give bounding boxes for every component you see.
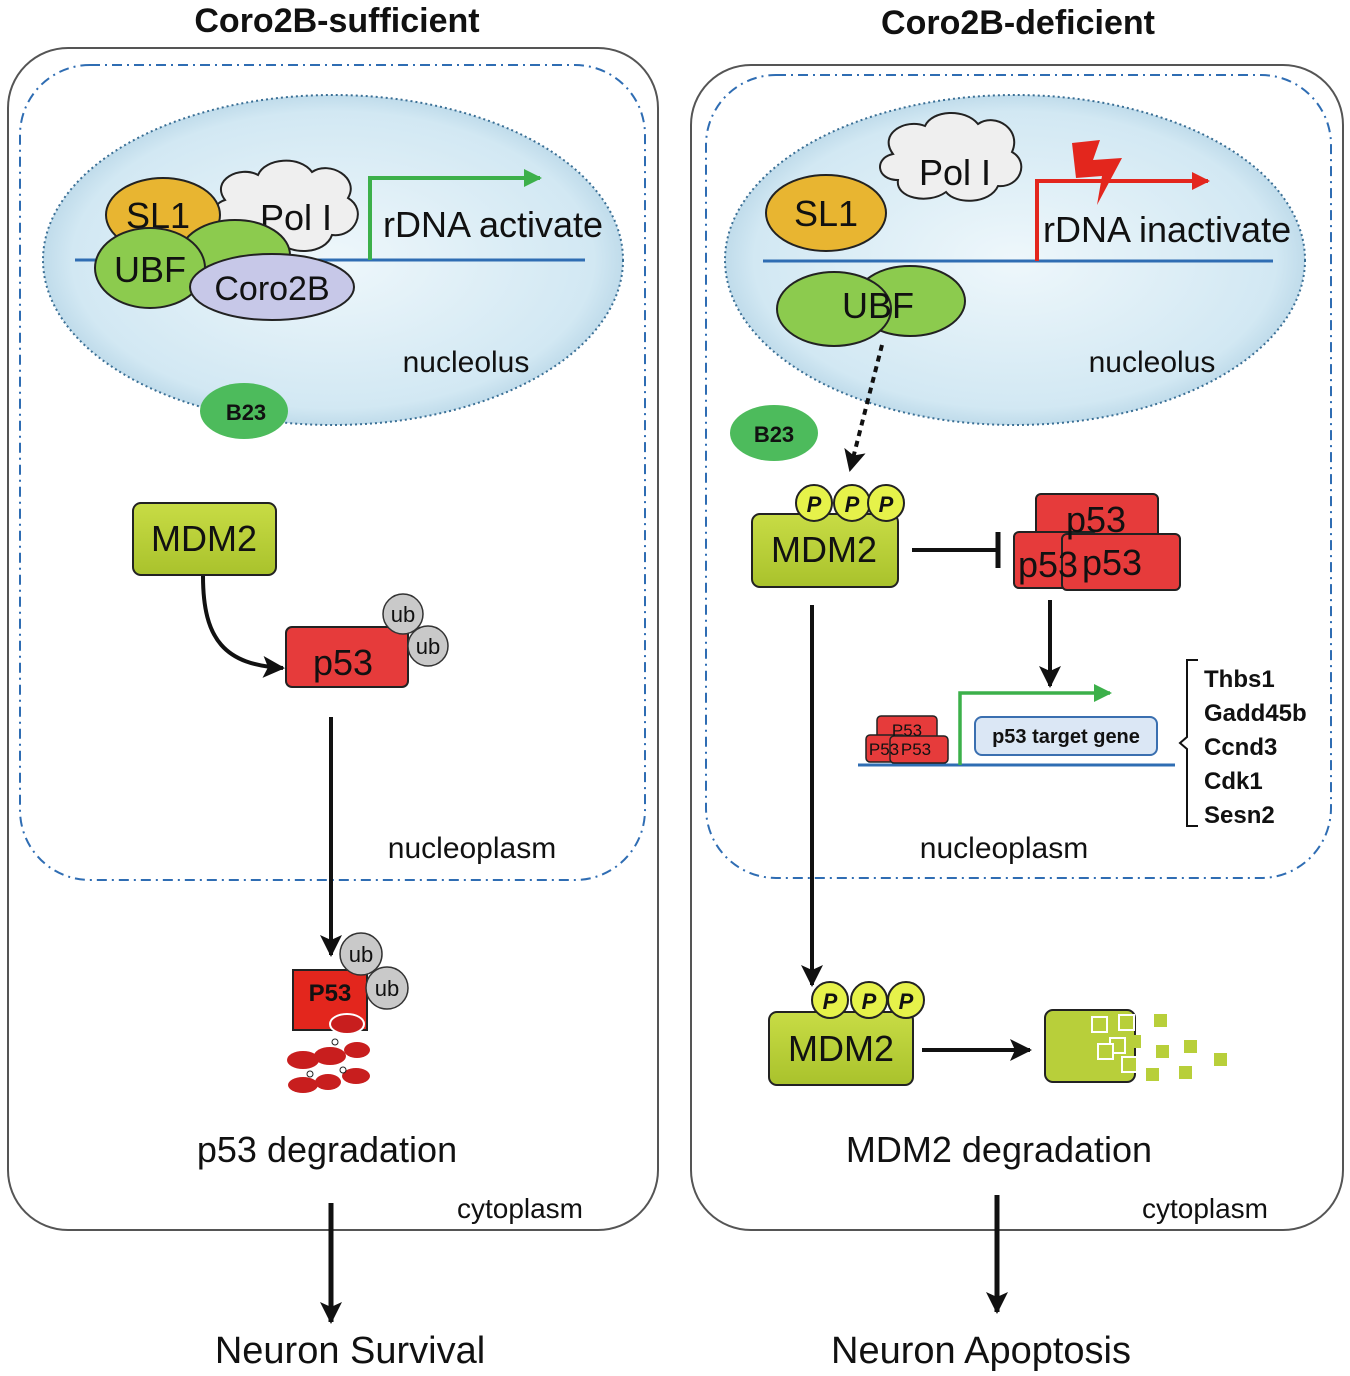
small-p53-label: P53 bbox=[901, 740, 931, 759]
p53-target-gene-label: p53 target gene bbox=[992, 726, 1140, 748]
left-mdm2 bbox=[132, 502, 277, 576]
gene-list-bracket bbox=[1178, 659, 1198, 827]
right-pol1-cloud bbox=[879, 111, 1023, 202]
p53-target-gene-box bbox=[974, 716, 1158, 756]
right-outcome-label: Neuron Apoptosis bbox=[831, 1330, 1131, 1372]
right-nucleolus-label: nucleolus bbox=[1089, 346, 1216, 379]
left-rdna-label: rDNA activate bbox=[383, 204, 603, 245]
right-mdm2-label: MDM2 bbox=[771, 529, 877, 570]
gene-item: Cdk1 bbox=[1204, 768, 1263, 795]
right-pol1-label: Pol I bbox=[919, 152, 991, 193]
left-ubf-label: UBF bbox=[114, 249, 186, 290]
left-ub-icon bbox=[365, 966, 409, 1010]
right-p53-stack: p53 p53 p53 bbox=[1013, 493, 1181, 591]
left-p53-label: p53 bbox=[313, 642, 373, 683]
phospho-label: P bbox=[862, 989, 877, 1014]
left-nucleoplasm-label: nucleoplasm bbox=[388, 832, 556, 865]
left-p53 bbox=[285, 626, 409, 688]
left-p53-degraded: P53 bbox=[287, 969, 370, 1093]
small-p53-stack: P53 P53 P53 bbox=[865, 715, 949, 764]
right-sl1-label: SL1 bbox=[794, 193, 858, 234]
left-ub-label: ub bbox=[375, 976, 399, 1001]
right-ubf-label: UBF bbox=[842, 285, 914, 326]
right-panel: Coro2B-deficient rDNA inactivate Pol I S… bbox=[690, 4, 1344, 1372]
small-p53-label: P53 bbox=[892, 721, 922, 740]
left-cytoplasm-label: cytoplasm bbox=[457, 1193, 583, 1224]
phospho-label: P bbox=[807, 492, 822, 517]
gene-item: Sesn2 bbox=[1204, 802, 1275, 829]
left-ub-icon bbox=[339, 932, 383, 976]
phospho-label: P bbox=[845, 492, 860, 517]
left-b23 bbox=[200, 383, 288, 439]
phospho-icon bbox=[795, 484, 833, 522]
right-transcription-arrow bbox=[1035, 172, 1210, 261]
left-coro2b bbox=[189, 253, 355, 321]
right-degradation-label: MDM2 degradation bbox=[846, 1129, 1152, 1170]
right-mdm2-degraded bbox=[1044, 1009, 1227, 1083]
right-ubf bbox=[776, 271, 892, 347]
p53-label: p53 bbox=[1066, 499, 1126, 540]
right-rdna-label: rDNA inactivate bbox=[1043, 209, 1291, 250]
left-outcome-label: Neuron Survival bbox=[215, 1330, 485, 1372]
gene-list: Thbs1 Gadd45b Ccnd3 Cdk1 Sesn2 bbox=[1204, 666, 1307, 829]
right-b23-label: B23 bbox=[754, 422, 794, 447]
phospho-group: P P P bbox=[811, 981, 925, 1019]
left-transcription-arrow bbox=[368, 169, 542, 260]
left-ub-icon bbox=[407, 625, 449, 667]
left-panel: Coro2B-sufficient rDNA activate Pol I SL… bbox=[7, 2, 659, 1372]
left-coro2b-label: Coro2B bbox=[214, 270, 329, 308]
right-nucleus-boundary bbox=[705, 74, 1332, 879]
phospho-label: P bbox=[879, 492, 894, 517]
left-ub-label: ub bbox=[349, 942, 373, 967]
left-ub-label: ub bbox=[391, 602, 415, 627]
left-degradation-label: p53 degradation bbox=[197, 1129, 457, 1170]
phospho-label: P bbox=[823, 989, 838, 1014]
right-title: Coro2B-deficient bbox=[881, 4, 1155, 42]
right-mdm2-cytoplasm-label: MDM2 bbox=[788, 1028, 894, 1069]
right-b23 bbox=[730, 405, 818, 461]
lightning-icon bbox=[1072, 140, 1122, 205]
right-target-transcription-arrow bbox=[958, 684, 1112, 765]
left-mdm2-label: MDM2 bbox=[151, 518, 257, 559]
phospho-icon bbox=[887, 981, 925, 1019]
phospho-icon bbox=[811, 981, 849, 1019]
right-nucleoplasm-label: nucleoplasm bbox=[920, 832, 1088, 865]
phospho-icon bbox=[867, 484, 905, 522]
gene-item: Ccnd3 bbox=[1204, 734, 1277, 761]
p53-label: p53 bbox=[1018, 544, 1078, 585]
phospho-group: P P P bbox=[795, 484, 905, 522]
left-ub-label: ub bbox=[416, 634, 440, 659]
left-nucleolus-label: nucleolus bbox=[403, 346, 530, 379]
right-sl1 bbox=[765, 174, 887, 252]
left-ub-icon bbox=[382, 593, 424, 635]
left-p53-degraded-label: P53 bbox=[309, 980, 352, 1007]
gene-item: Thbs1 bbox=[1204, 666, 1275, 693]
phospho-label: P bbox=[899, 989, 914, 1014]
p53-label: p53 bbox=[1082, 542, 1142, 583]
left-b23-label: B23 bbox=[226, 400, 266, 425]
left-title: Coro2B-sufficient bbox=[194, 2, 479, 40]
left-mdm2-to-p53-arrow bbox=[201, 575, 285, 678]
right-cytoplasm-label: cytoplasm bbox=[1142, 1193, 1268, 1224]
small-p53-label: P53 bbox=[869, 740, 899, 759]
gene-item: Gadd45b bbox=[1204, 700, 1307, 727]
